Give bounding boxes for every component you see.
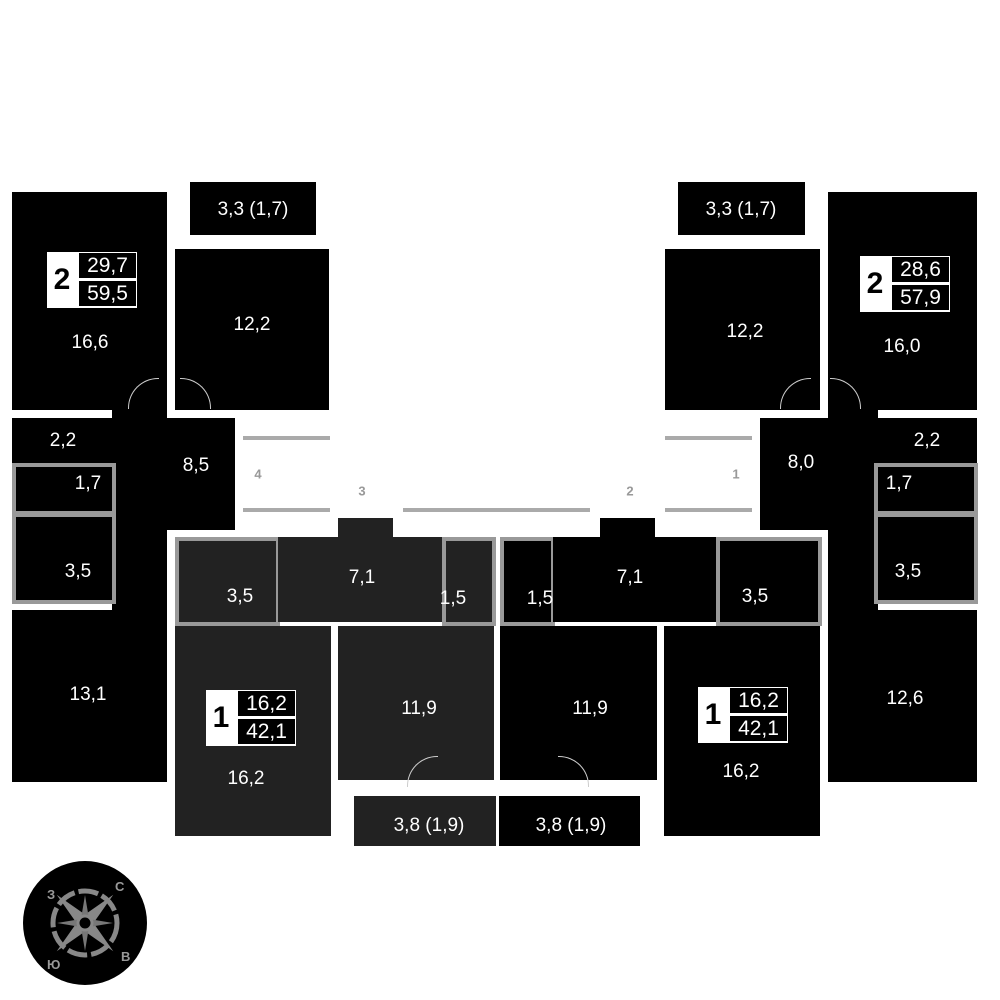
corridor [828,410,878,610]
area-label: 16,0 [883,336,921,357]
area-label: 3,5 [64,561,92,582]
area-label: 11,9 [572,698,608,719]
area-label: 3,3 (1,7) [705,199,777,220]
area-label: 3,5 [226,586,254,607]
area-label: 2,2 [49,430,77,451]
area-label: 8,5 [182,455,210,476]
area-label: 3,5 [894,561,922,582]
corridor-wall [403,508,590,512]
kitchen [500,626,657,780]
compass-west: З [47,887,55,902]
compass-north: С [115,879,125,894]
room-b [12,610,167,782]
compass-east: В [121,949,130,964]
rooms-count: 2 [866,267,884,300]
rooms-count: 1 [704,698,722,731]
area-label: 3,8 (1,9) [535,815,607,836]
corridor-number: 2 [626,483,634,499]
area-label: 12,6 [886,688,924,709]
total-area: 59,5 [78,280,137,307]
corridor-number: 3 [358,483,366,499]
balcony [190,182,316,235]
living-area: 16,2 [729,687,788,714]
hall [553,537,720,622]
compass-icon: З С Ю В [23,861,147,985]
area-label: 1,7 [74,473,102,494]
corridor [112,410,167,610]
balcony [354,796,496,846]
hall-entry [600,518,655,538]
bathroom [175,537,280,626]
area-label: 16,2 [227,768,265,789]
compass-south: Ю [47,957,60,972]
living-area: 29,7 [78,252,137,279]
area-label: 7,1 [616,567,644,588]
total-area: 57,9 [891,284,950,311]
storage [878,418,977,463]
apartment-badge: 2 29,7 59,5 [47,252,137,308]
area-label: 7,1 [348,567,376,588]
bathroom [874,513,978,604]
corridor-number: 4 [254,466,262,482]
hall [278,537,444,622]
area-label: 3,3 (1,7) [217,199,289,220]
area-label: 13,1 [69,684,107,705]
total-area: 42,1 [729,715,788,742]
balcony [499,796,640,846]
bathroom [716,537,822,626]
total-area: 42,1 [237,718,296,745]
area-label: 8,0 [787,452,815,473]
corridor-number: 1 [732,466,740,482]
apartment-badge: 1 16,2 42,1 [206,690,296,746]
area-label: 1,7 [885,473,913,494]
rooms-count: 1 [212,701,230,734]
hall-entry [338,518,393,538]
corridor-wall [243,436,330,440]
area-label: 3,5 [741,586,769,607]
room-b [828,610,977,782]
balcony [678,182,805,235]
corridor-wall [243,508,330,512]
area-label: 3,8 (1,9) [393,815,465,836]
area-label: 16,6 [71,332,109,353]
area-label: 12,2 [726,321,764,342]
area-label: 11,9 [401,698,437,719]
area-label: 16,2 [722,761,760,782]
area-label: 2,2 [913,430,941,451]
area-label: 12,2 [233,314,271,335]
kitchen [175,249,329,410]
area-label: 1,5 [439,588,467,609]
wc [500,537,555,626]
wc [442,537,496,626]
kitchen [338,626,494,780]
apartment-badge: 1 16,2 42,1 [698,687,788,743]
bathroom [12,513,116,604]
kitchen [665,249,820,410]
living-area: 16,2 [237,690,296,717]
rooms-count: 2 [53,263,71,296]
living-area: 28,6 [891,256,950,283]
corridor-wall [665,508,752,512]
area-label: 1,5 [526,588,554,609]
corridor-wall [665,436,752,440]
storage [12,418,112,463]
apartment-badge: 2 28,6 57,9 [860,256,950,312]
